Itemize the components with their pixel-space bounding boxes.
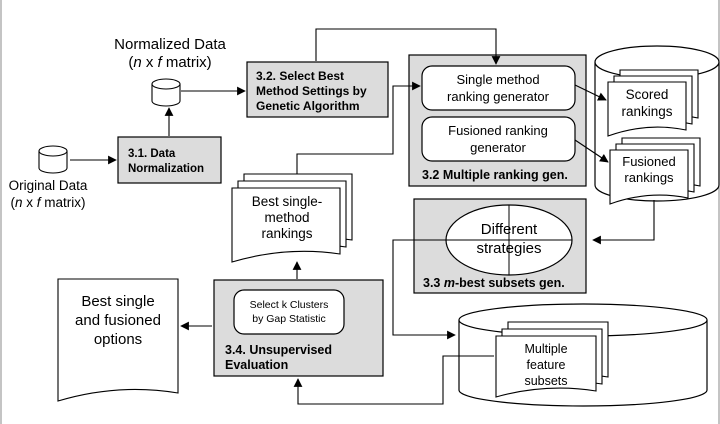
different-strategies-ellipse: Different strategies: [445, 204, 573, 276]
svg-text:Multiple: Multiple: [524, 342, 567, 356]
select-k-clusters-box: Select k Clusters by Gap Statistic: [233, 289, 345, 335]
svg-text:Method Settings by: Method Settings by: [256, 84, 367, 98]
svg-text:Fusioned ranking: Fusioned ranking: [448, 123, 548, 138]
svg-text:Normalization: Normalization: [128, 163, 204, 175]
edge-single-to-scored: [574, 84, 607, 101]
edge-best-single-method-to-multiple: [296, 81, 421, 174]
svg-text:rankings: rankings: [624, 170, 674, 185]
svg-text:Single method: Single method: [456, 72, 539, 87]
data-normalization-box: 3.1. Data Normalization: [117, 136, 222, 184]
svg-text:method: method: [264, 210, 309, 225]
svg-text:Original Data: Original Data: [9, 178, 88, 193]
svg-text:Best single: Best single: [81, 293, 154, 310]
original-data-cylinder-icon: [38, 145, 68, 174]
m-best-subsets-gen-box: Different strategies 3.3 m-best subsets …: [413, 198, 587, 294]
scored-rankings-documents: Scored rankings: [607, 69, 699, 137]
svg-text:(n x f matrix): (n x f matrix): [10, 195, 85, 210]
multiple-ranking-gen-box: Single method ranking generator Fusioned…: [408, 54, 587, 187]
svg-text:Genetic Algorithm: Genetic Algorithm: [256, 99, 360, 113]
edge-fusioned-to-fusioned-rankings: [574, 139, 609, 163]
edge-feature-subsets-to-evaluation: [293, 355, 494, 405]
svg-text:by Gap Statistic: by Gap Statistic: [252, 313, 326, 325]
edge-strategies-to-feature-subsets: [392, 239, 456, 340]
svg-text:Scored: Scored: [626, 87, 669, 102]
original-data-label: Original Data (n x f matrix): [9, 178, 88, 210]
svg-text:Different: Different: [481, 221, 538, 238]
normalized-data-cylinder-icon: [151, 78, 181, 107]
svg-text:3.3 m-best subsets gen.: 3.3 m-best subsets gen.: [423, 276, 565, 290]
svg-text:options: options: [94, 331, 142, 348]
svg-text:Best single-: Best single-: [252, 194, 323, 209]
single-method-ranking-generator: Single method ranking generator: [421, 65, 576, 111]
svg-text:rankings: rankings: [261, 226, 312, 241]
svg-text:Evaluation: Evaluation: [225, 358, 288, 372]
svg-text:(n x f matrix): (n x f matrix): [128, 54, 211, 71]
svg-text:feature: feature: [527, 358, 566, 372]
edge-select-to-multiple: [315, 28, 501, 65]
svg-text:Fusioned: Fusioned: [622, 154, 675, 169]
multiple-feature-subsets-documents: Multiple feature subsets: [495, 321, 609, 398]
normalized-data-label: Normalized Data (n x f matrix): [114, 36, 226, 71]
svg-text:3.4. Unsupervised: 3.4. Unsupervised: [225, 343, 332, 357]
fusioned-ranking-generator: Fusioned ranking generator: [421, 116, 576, 162]
best-options-document: Best single and fusioned options: [57, 278, 179, 402]
select-best-method-box: 3.2. Select Best Method Settings by Gene…: [246, 61, 389, 118]
svg-text:3.2 Multiple ranking gen.: 3.2 Multiple ranking gen.: [422, 168, 568, 182]
svg-text:strategies: strategies: [476, 240, 541, 257]
svg-text:Select k Clusters: Select k Clusters: [250, 299, 329, 311]
best-single-method-rankings-documents: Best single- method rankings: [231, 173, 353, 263]
svg-text:3.2. Select Best: 3.2. Select Best: [256, 69, 344, 83]
edge-store-to-strategies: [592, 200, 655, 245]
svg-text:ranking generator: ranking generator: [447, 89, 550, 104]
svg-text:Normalized Data: Normalized Data: [114, 36, 226, 53]
fusioned-rankings-documents: Fusioned rankings: [609, 137, 701, 205]
svg-text:generator: generator: [470, 140, 526, 155]
svg-text:subsets: subsets: [524, 374, 567, 388]
unsupervised-evaluation-box: Select k Clusters by Gap Statistic 3.4. …: [213, 279, 384, 377]
svg-text:3.1. Data: 3.1. Data: [128, 148, 176, 160]
svg-text:rankings: rankings: [621, 104, 672, 119]
svg-text:and fusioned: and fusioned: [75, 312, 161, 329]
